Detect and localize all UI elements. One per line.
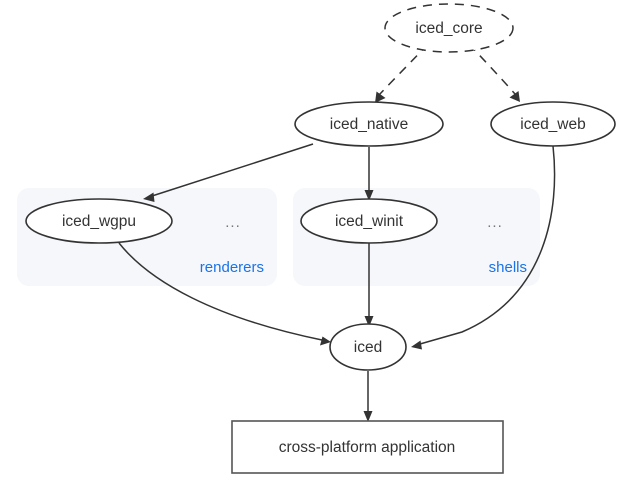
node-iced-winit[interactable]: iced_winit [300, 198, 438, 244]
edge-iced-wgpu-to-iced [118, 242, 323, 341]
node-iced-web[interactable]: iced_web [490, 101, 616, 147]
node-iced-label: iced [354, 339, 382, 356]
node-iced-native-label: iced_native [330, 116, 408, 133]
node-iced-wgpu[interactable]: iced_wgpu [25, 198, 173, 244]
node-iced-winit-label: iced_winit [335, 213, 404, 230]
node-iced-web-label: iced_web [520, 116, 586, 133]
node-iced-winit-shape [300, 198, 438, 244]
node-iced-core-shape [384, 3, 514, 53]
node-iced-core-label: iced_core [415, 20, 482, 37]
arrowhead-iced-wgpu-to-iced [320, 336, 331, 346]
arrowhead-iced-to-application [363, 411, 373, 422]
edge-iced-core-to-iced-web [468, 43, 516, 95]
node-iced-core[interactable]: iced_core [384, 3, 514, 53]
node-iced-native-shape [294, 101, 444, 147]
node-application-label: cross-platform application [279, 439, 456, 456]
arrowhead-iced-web-to-iced [411, 340, 422, 350]
arrowhead-iced-core-to-iced-web [509, 91, 520, 102]
node-cross-platform-application[interactable]: cross-platform application [231, 420, 504, 474]
arrowhead-iced-winit-to-iced [364, 316, 374, 327]
node-iced-shape [329, 323, 407, 371]
node-iced[interactable]: iced [329, 323, 407, 371]
cluster-shells-ellipsis: ... [487, 214, 503, 231]
edge-iced-core-to-iced-native [378, 43, 429, 96]
edge-iced-web-to-iced [419, 145, 556, 345]
node-iced-native[interactable]: iced_native [294, 101, 444, 147]
arrowhead-iced-native-to-iced-winit [364, 190, 374, 201]
edge-iced-native-to-iced-wgpu [151, 143, 314, 197]
node-iced-wgpu-label: iced_wgpu [62, 213, 136, 230]
cluster-renderers-label: renderers [200, 259, 264, 276]
node-iced-wgpu-shape [25, 198, 173, 244]
cluster-shells-label: shells [489, 259, 527, 276]
node-iced-web-shape [490, 101, 616, 147]
arrowhead-iced-native-to-iced-wgpu [143, 192, 155, 202]
cluster-renderers-ellipsis: ... [225, 214, 241, 231]
arrowhead-iced-core-to-iced-native [375, 91, 386, 103]
node-application-shape [231, 420, 504, 474]
